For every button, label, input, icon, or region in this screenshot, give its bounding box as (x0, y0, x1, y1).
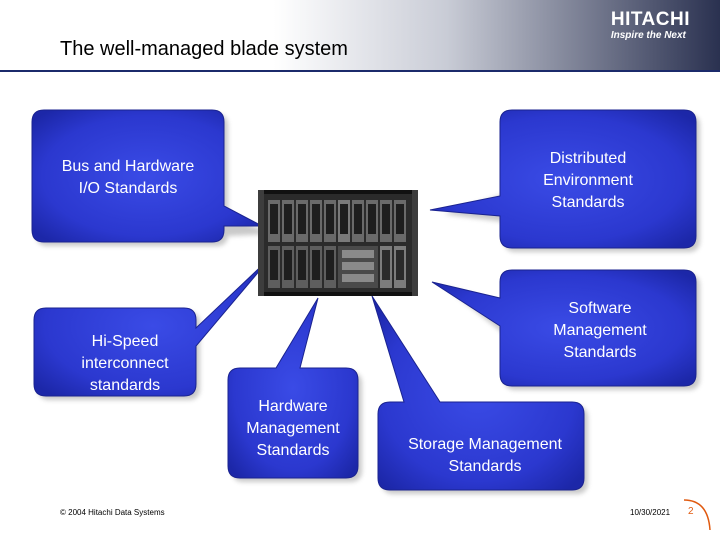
callout-line: Bus and Hardware (61, 158, 195, 175)
logo-name: HITACHI (610, 9, 690, 30)
callout-line: Storage Management (408, 436, 562, 453)
callout-line: Distributed (549, 150, 627, 167)
callout-line: Management (246, 420, 340, 437)
callout-line: Environment (543, 172, 633, 189)
footer-date: 10/30/2021 (630, 508, 671, 517)
callout-text-storage: Storage Management Standards (380, 434, 590, 478)
callout-software (431, 269, 697, 387)
callout-text-distributed: Distributed Environment Standards (500, 148, 676, 214)
callout-line: Standards (563, 344, 637, 361)
callout-line: Hardware (258, 398, 328, 415)
callout-text-software: Software Management Standards (512, 298, 688, 364)
callout-line: Standards (256, 442, 330, 459)
callout-line: I/O Standards (78, 180, 178, 197)
callout-text-hardware-mgmt: Hardware Management Standards (228, 396, 358, 462)
header-rule (0, 70, 720, 72)
slide-title: The well-managed blade system (60, 38, 348, 60)
callout-hardware-mgmt (227, 297, 359, 479)
callout-hispeed (33, 255, 273, 397)
page-number: 2 (688, 506, 694, 517)
callout-line: Standards (448, 458, 522, 475)
callout-line: Software (568, 300, 632, 317)
hitachi-logo: HITACHI Inspire the Next (611, 10, 690, 42)
header-band (0, 0, 720, 70)
callout-line: Hi-Speed (91, 333, 159, 350)
blade-server-image (258, 190, 418, 296)
callout-bus-hardware (31, 109, 263, 243)
callout-line: interconnect (81, 355, 169, 372)
logo-tagline: Inspire the Next (610, 30, 686, 41)
callout-line: Standards (551, 194, 625, 211)
callout-line: standards (89, 377, 161, 394)
footer-copyright: © 2004 Hitachi Data Systems (60, 508, 165, 517)
callout-storage (371, 295, 585, 491)
callout-line: Management (553, 322, 647, 339)
callout-distributed (429, 109, 697, 249)
callout-text-bus-hardware: Bus and Hardware I/O Standards (40, 156, 216, 200)
callout-text-hispeed: Hi-Speed interconnect standards (40, 331, 210, 397)
page-number-arc (683, 499, 711, 531)
